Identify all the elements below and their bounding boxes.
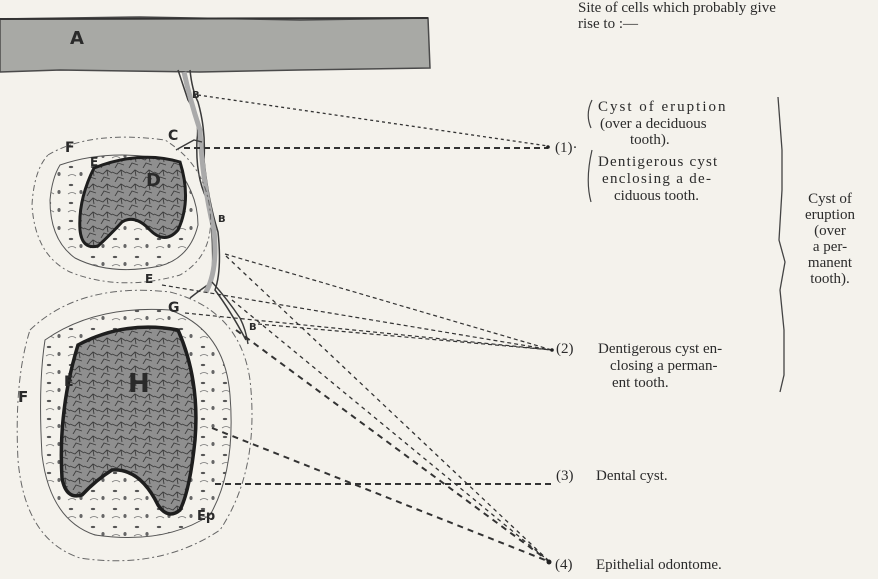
label-e-lower: E	[64, 374, 74, 390]
entry-1b-line-3: ciduous tooth.	[614, 188, 699, 204]
leader-cord-to-4	[232, 300, 550, 562]
bar-a	[0, 17, 430, 72]
label-b-3: B	[249, 322, 257, 333]
entry-3-number: (3)	[556, 468, 574, 484]
entry-3-line-1: Dental cyst.	[596, 468, 668, 484]
entry-1a-line-1: Cyst of eruption	[598, 99, 728, 115]
convergence-dot	[547, 560, 552, 565]
label-ep: Ep	[197, 509, 215, 524]
label-g: G	[168, 300, 180, 316]
leader-rest-to-4	[212, 428, 550, 562]
side-line-3: (over	[786, 223, 874, 239]
label-h: H	[128, 369, 150, 399]
entry-2-number: (2)	[556, 341, 574, 357]
entry-1b-line-1: Dentigerous cyst	[598, 154, 718, 170]
entry-2-line-2: closing a perman-	[610, 358, 717, 374]
label-e-upper: E	[90, 155, 98, 169]
entry-1b-line-2: enclosing a de-	[602, 171, 712, 187]
entry-4-number: (4)	[555, 557, 573, 573]
entry-2-line-1: Dentigerous cyst en-	[598, 341, 722, 357]
side-line-4: a per-	[786, 239, 874, 255]
side-line-6: tooth).	[786, 271, 874, 287]
label-f-upper: F	[65, 140, 75, 156]
label-c: C	[168, 128, 178, 144]
bracket-right-eruption	[778, 97, 785, 392]
leader-b-to-1	[198, 95, 548, 146]
header-line-2: rise to :—	[578, 16, 638, 32]
label-d: D	[146, 170, 161, 191]
entry-2-line-3: ent tooth.	[612, 375, 669, 391]
leader-b3-to-4	[236, 330, 550, 562]
leader-e-to-2	[162, 285, 552, 350]
bracket-left-1	[588, 100, 592, 202]
label-e-mid: E	[145, 272, 153, 286]
label-f-lower: F	[18, 388, 28, 406]
entry-1a-line-3: tooth).	[630, 132, 670, 148]
entry-1a-line-2: (over a deciduous	[600, 116, 707, 132]
label-b-2: B	[218, 214, 226, 225]
entry-4-line-1: Epithelial odontome.	[596, 557, 722, 573]
side-line-1: Cyst of	[786, 191, 874, 207]
header-line-1: Site of cells which probably give	[578, 0, 776, 16]
side-line-5: manent	[786, 255, 874, 271]
side-line-2: eruption	[786, 207, 874, 223]
label-a: A	[70, 28, 84, 49]
entry-1-number: (1)·	[555, 140, 578, 156]
